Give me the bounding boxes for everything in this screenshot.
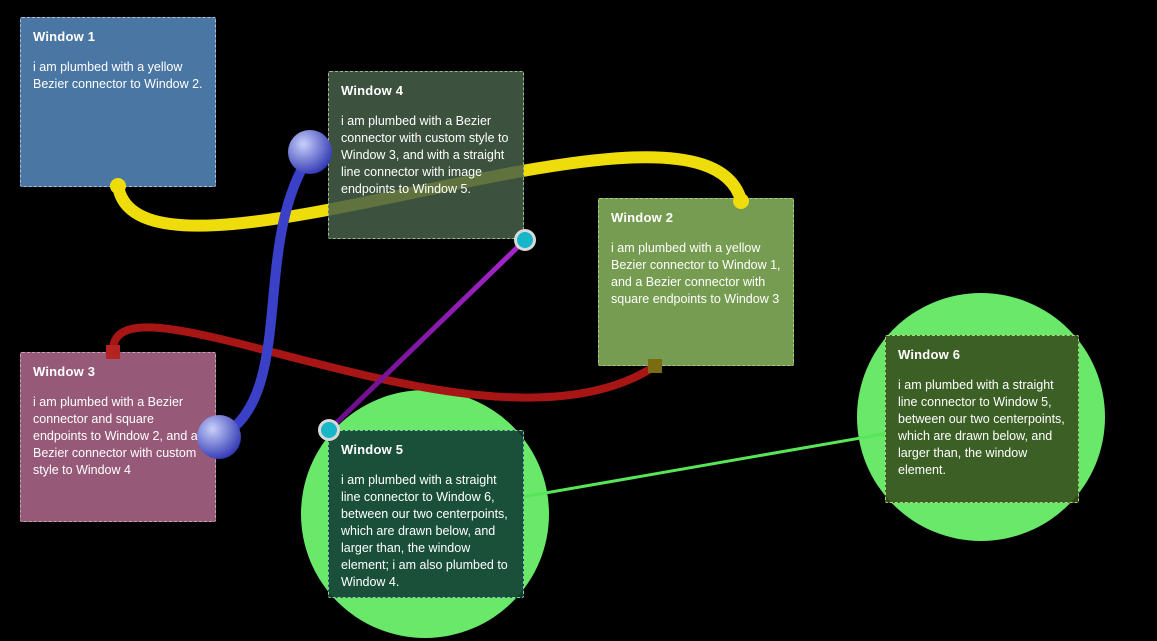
connector-purple-line: [326, 237, 528, 433]
window-5-title: Window 5: [341, 442, 404, 457]
connector-red-bezier: [109, 323, 659, 402]
window-4-title: Window 4: [341, 83, 404, 98]
window-2-title: Window 2: [611, 210, 674, 225]
window-1-title: Window 1: [33, 29, 96, 44]
window-5-body: i am plumbed with a straight line connec…: [341, 473, 508, 589]
window-3-title: Window 3: [33, 364, 96, 379]
window-2[interactable]: Window 2 i am plumbed with a yellow Bezi…: [598, 198, 794, 366]
window-5[interactable]: Window 5 i am plumbed with a straight li…: [328, 430, 524, 598]
window-6-title: Window 6: [898, 347, 961, 362]
window-6-body: i am plumbed with a straight line connec…: [898, 378, 1065, 477]
window-1-body: i am plumbed with a yellow Bezier connec…: [33, 60, 203, 91]
window-3-body: i am plumbed with a Bezier connector and…: [33, 395, 198, 477]
window-4[interactable]: Window 4 i am plumbed with a Bezier conn…: [328, 71, 524, 239]
window-4-body: i am plumbed with a Bezier connector wit…: [341, 114, 509, 196]
window-3[interactable]: Window 3 i am plumbed with a Bezier conn…: [20, 352, 216, 522]
window-1[interactable]: Window 1 i am plumbed with a yellow Bezi…: [20, 17, 216, 187]
connector-blue-bezier: [215, 150, 315, 442]
window-2-body: i am plumbed with a yellow Bezier connec…: [611, 241, 781, 306]
window-6[interactable]: Window 6 i am plumbed with a straight li…: [885, 335, 1079, 503]
